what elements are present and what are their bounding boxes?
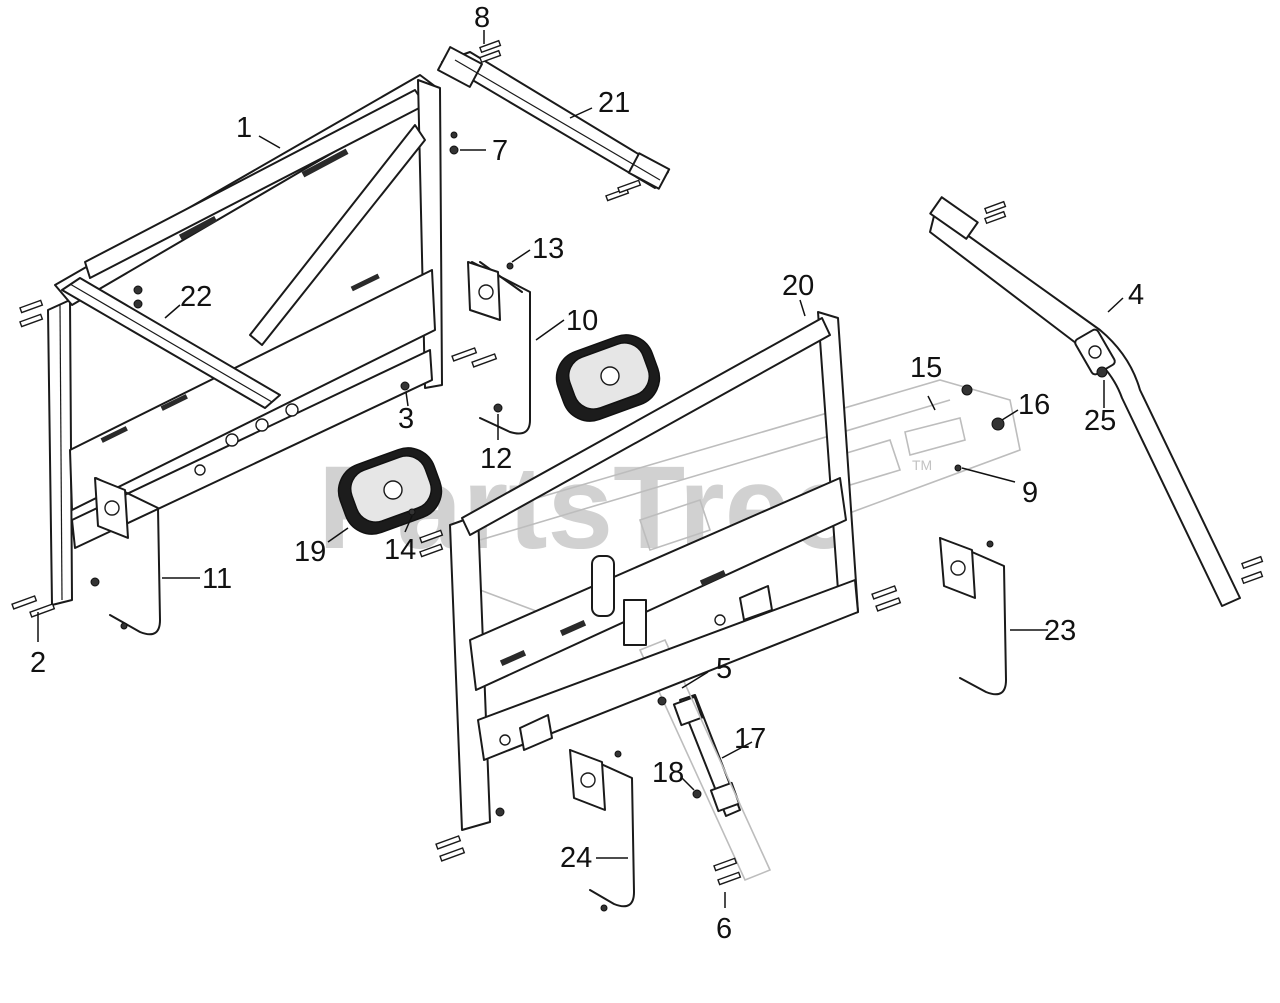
fasteners	[11, 39, 1264, 912]
leader-lines	[37, 30, 1124, 908]
callout-3[interactable]: 3	[398, 403, 414, 435]
part-23-grab-handle[interactable]	[939, 537, 1007, 696]
part-22-cross-tube[interactable]	[61, 277, 281, 409]
part-17-brace[interactable]	[638, 638, 772, 882]
part-24-grab-handle[interactable]	[569, 749, 635, 908]
callout-22[interactable]: 22	[180, 281, 212, 313]
callout-21[interactable]: 21	[598, 87, 630, 119]
callout-5[interactable]: 5	[716, 653, 732, 685]
callout-1[interactable]: 1	[236, 112, 252, 144]
callout-17[interactable]: 17	[734, 723, 766, 755]
part-4-side-rail[interactable]	[929, 196, 1241, 607]
callout-25[interactable]: 25	[1084, 405, 1116, 437]
callout-9[interactable]: 9	[1022, 477, 1038, 509]
callout-7[interactable]: 7	[492, 135, 508, 167]
part-19-pad[interactable]	[331, 440, 450, 542]
part-11-grab-handle[interactable]	[94, 477, 161, 636]
callout-20[interactable]: 20	[782, 270, 814, 302]
callout-19[interactable]: 19	[294, 536, 326, 568]
callout-11[interactable]: 11	[202, 563, 232, 595]
callout-24[interactable]: 24	[560, 842, 592, 874]
callout-10[interactable]: 10	[566, 305, 598, 337]
callouts: 1 2 3 4 5 6 7 8 9 10 11 12 13 14 15 16 1…	[30, 2, 1144, 945]
callout-23[interactable]: 23	[1044, 615, 1076, 647]
callout-12[interactable]: 12	[480, 443, 512, 475]
callout-8[interactable]: 8	[474, 2, 490, 34]
callout-16[interactable]: 16	[1018, 389, 1050, 421]
part-10-grab-handle[interactable]	[467, 261, 531, 435]
watermark-trademark: TM	[912, 457, 932, 473]
callout-4[interactable]: 4	[1128, 279, 1144, 311]
callout-2[interactable]: 2	[30, 647, 46, 679]
callout-13[interactable]: 13	[532, 233, 564, 265]
callout-15[interactable]: 15	[910, 352, 942, 384]
callout-18[interactable]: 18	[652, 757, 684, 789]
part-5-rear-frame[interactable]	[449, 311, 859, 831]
callout-14[interactable]: 14	[384, 534, 416, 566]
part-19-pad-upper[interactable]	[549, 327, 668, 429]
part-21-roof-bar[interactable]	[437, 46, 671, 190]
callout-6[interactable]: 6	[716, 913, 732, 945]
